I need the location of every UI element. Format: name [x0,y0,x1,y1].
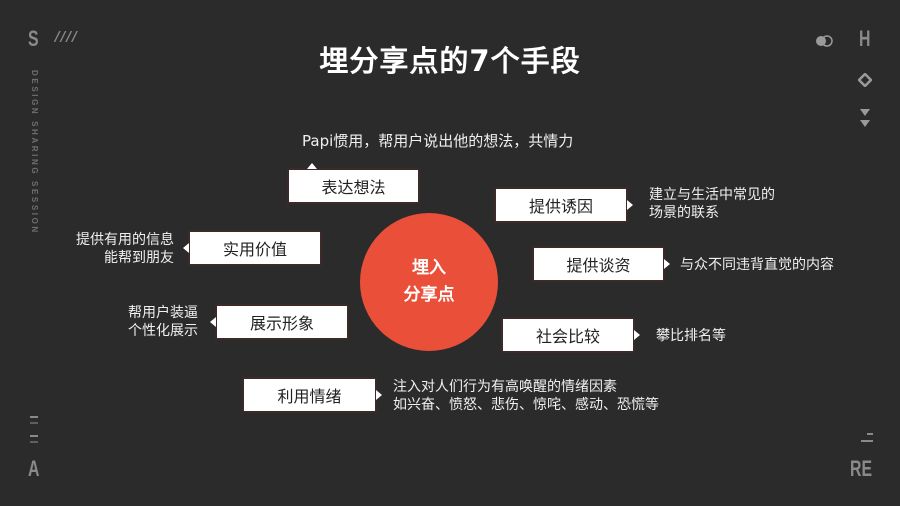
diamond-icon [857,72,873,88]
desc-line: 帮用户装逼 [128,305,198,321]
desc-line: 能帮到朋友 [104,250,174,266]
center-line-1: 埋入 [412,258,446,278]
dash-decoration [867,433,873,435]
desc-express-ideas: Papi惯用，帮用户说出他的想法，共情力 [302,132,574,150]
desc-show-image: 帮用户装逼 个性化展示 [100,304,198,340]
desc-use-emotions: 注入对人们行为有高唤醒的情绪因素 如兴奋、愤怒、悲伤、惊咤、感动、恐慌等 [393,378,659,414]
dash-decoration [30,416,38,418]
desc-line: 注入对人们行为有高唤醒的情绪因素 [393,379,617,395]
double-triangle-down-icon [859,107,871,129]
box-social-comparison: 社会比较 [501,317,640,353]
center-line-2: 分享点 [403,285,455,305]
box-talking-points: 提供谈资 [532,246,670,282]
dash-decoration [30,441,38,443]
box-express-ideas: 表达想法 [287,163,420,204]
corner-letter-a: A [28,456,40,481]
box-practical-value: 实用价值 [183,230,322,266]
desc-provide-trigger: 建立与生活中常见的 场景的联系 [649,186,775,222]
desc-line: 建立与生活中常见的 [649,187,775,203]
toggle-circles-icon [815,32,835,47]
desc-practical-value: 提供有用的信息 能帮到朋友 [62,231,174,267]
desc-line: 个性化展示 [128,323,198,339]
corner-letter-h: H [859,26,871,51]
box-provide-trigger: 提供诱因 [494,187,633,223]
slashes-decoration: //// [55,30,78,45]
vertical-tagline: DESIGN SHARING SESSION [30,70,39,235]
desc-line: 如兴奋、愤怒、悲伤、惊咤、感动、恐慌等 [393,397,659,413]
corner-letters-re: RE [850,456,873,481]
desc-talking-points: 与众不同违背直觉的内容 [680,257,834,273]
desc-social-comparison: 攀比排名等 [656,328,726,344]
desc-line: 场景的联系 [649,205,719,221]
center-circle: 埋入 分享点 [360,213,498,351]
corner-letter-s: S [28,26,39,51]
page-title: 埋分享点的7个手段 [319,44,581,78]
dash-decoration [30,435,38,437]
dash-decoration [30,422,38,424]
box-show-image: 展示形象 [210,304,349,340]
dash-decoration [861,440,873,442]
desc-line: 提供有用的信息 [76,232,174,248]
box-use-emotions: 利用情绪 [242,377,382,413]
